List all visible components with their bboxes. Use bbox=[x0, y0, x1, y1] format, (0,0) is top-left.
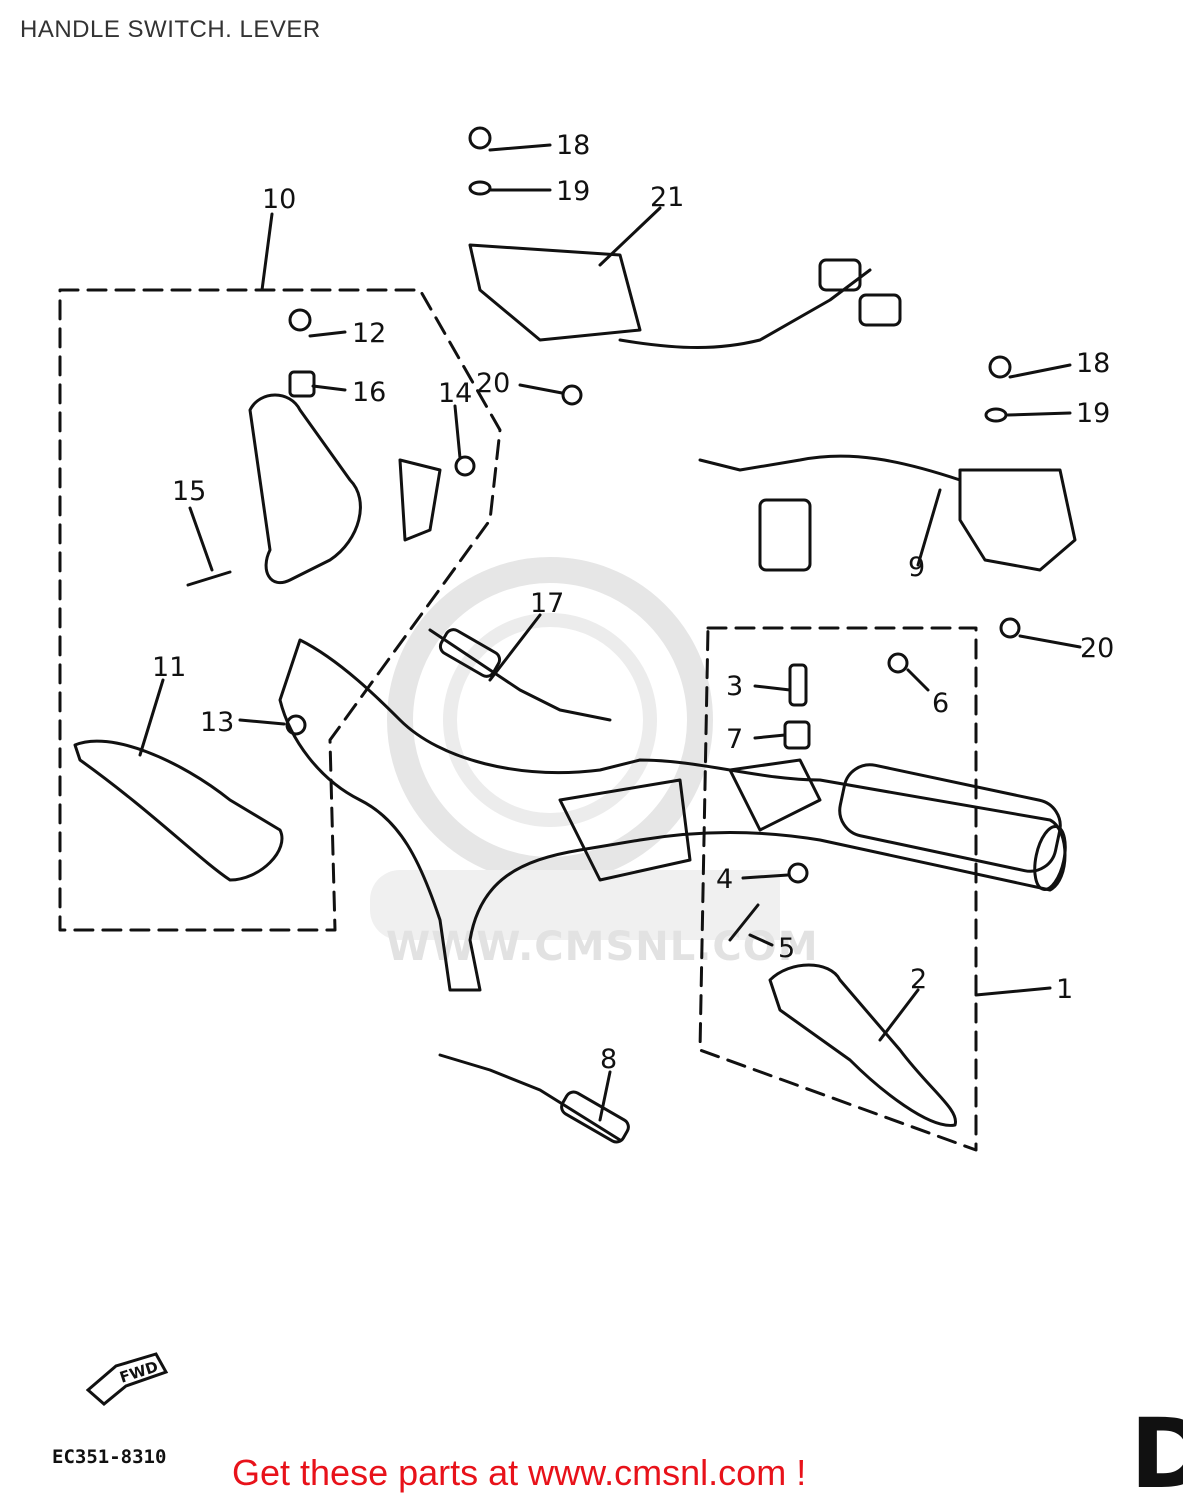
callout-8: 8 bbox=[600, 1044, 617, 1075]
part-16-collar bbox=[288, 370, 316, 398]
watermark-text: WWW.CMSNL.COM bbox=[386, 924, 819, 970]
leader-19-right bbox=[1006, 411, 1072, 417]
part-13-nut bbox=[285, 714, 307, 736]
callout-19-top: 19 bbox=[556, 176, 590, 207]
leader-20-right bbox=[1018, 634, 1082, 649]
switch-body-8 bbox=[560, 1090, 630, 1144]
callout-4: 4 bbox=[716, 864, 733, 895]
grip-end bbox=[1033, 825, 1067, 891]
promo-link[interactable]: Get these parts at www.cmsnl.com ! bbox=[232, 1452, 807, 1493]
leader-15 bbox=[188, 506, 214, 572]
callout-15: 15 bbox=[172, 476, 206, 507]
part-12-bolt bbox=[288, 308, 312, 332]
part-20-screw-right bbox=[999, 617, 1021, 639]
right-grip bbox=[838, 763, 1062, 873]
leader-20-top bbox=[518, 383, 564, 395]
part-5-screw bbox=[728, 903, 760, 942]
leader-3 bbox=[753, 684, 792, 692]
left-lever-11 bbox=[73, 739, 284, 882]
leader-9 bbox=[916, 488, 942, 567]
callout-16: 16 bbox=[352, 377, 386, 408]
page-letter: D bbox=[1130, 1398, 1183, 1510]
leader-6 bbox=[906, 668, 930, 692]
switch-21-wire bbox=[618, 268, 872, 349]
callout-18-top: 18 bbox=[556, 130, 590, 161]
callout-3: 3 bbox=[726, 671, 743, 702]
callout-5: 5 bbox=[778, 933, 795, 964]
callout-6: 6 bbox=[932, 688, 949, 719]
callout-21: 21 bbox=[650, 182, 684, 213]
switch-9-connector bbox=[758, 498, 812, 572]
part-19-washer-right bbox=[984, 407, 1008, 423]
callout-12: 12 bbox=[352, 318, 386, 349]
switch-body-17 bbox=[438, 628, 502, 678]
callout-7: 7 bbox=[726, 724, 743, 755]
switch-9-housing bbox=[958, 468, 1077, 572]
leader-17 bbox=[488, 613, 542, 682]
part-6-screw bbox=[887, 652, 909, 674]
callout-1: 1 bbox=[1056, 974, 1073, 1005]
callout-10: 10 bbox=[262, 184, 296, 215]
callout-20-top: 20 bbox=[476, 368, 510, 399]
group-10-outline bbox=[58, 288, 502, 932]
switch-21-connector-a bbox=[818, 258, 862, 292]
part-18-screw-top bbox=[468, 126, 492, 150]
left-lever-holder bbox=[248, 393, 362, 585]
drawing-code: EC351-8310 bbox=[52, 1446, 167, 1468]
part-7-collar bbox=[783, 720, 811, 750]
switch-21-connector-b bbox=[858, 293, 902, 327]
leader-2 bbox=[878, 988, 920, 1042]
fwd-arrow-icon: FWD bbox=[86, 1352, 169, 1406]
handlebar bbox=[278, 638, 1067, 992]
leader-18-top bbox=[488, 143, 552, 152]
handlebar-clamp bbox=[558, 778, 692, 882]
switch-cable-8 bbox=[438, 1053, 622, 1142]
right-lever-holder bbox=[728, 758, 822, 832]
part-18-screw-right bbox=[988, 355, 1012, 379]
leader-5 bbox=[748, 933, 774, 947]
leader-4 bbox=[741, 873, 790, 880]
callout-9: 9 bbox=[908, 552, 925, 583]
part-4-nut bbox=[787, 862, 809, 884]
switch-cable-17 bbox=[428, 628, 612, 722]
leader-8 bbox=[598, 1070, 612, 1122]
leader-16 bbox=[311, 384, 347, 392]
callout-13: 13 bbox=[200, 707, 234, 738]
left-switch-bracket bbox=[398, 458, 442, 542]
switch-21-housing bbox=[468, 243, 642, 342]
part-20-screw-top bbox=[561, 384, 583, 406]
leader-13 bbox=[238, 718, 286, 726]
part-15-screw bbox=[186, 570, 232, 587]
callout-2: 2 bbox=[910, 964, 927, 995]
switch-9-wire bbox=[698, 454, 962, 482]
callout-18-right: 18 bbox=[1076, 348, 1110, 379]
part-19-washer-top bbox=[468, 180, 492, 196]
callout-20-right: 20 bbox=[1080, 633, 1114, 664]
part-14-screw bbox=[454, 455, 476, 477]
group-1-outline bbox=[698, 626, 978, 1152]
leader-18-right bbox=[1008, 363, 1072, 379]
leader-12 bbox=[308, 330, 347, 338]
leader-21 bbox=[598, 206, 662, 267]
right-lever-2 bbox=[768, 963, 958, 1127]
callout-14: 14 bbox=[438, 378, 472, 409]
leader-1 bbox=[974, 986, 1052, 997]
leader-14 bbox=[453, 404, 462, 460]
diagram-title: HANDLE SWITCH. LEVER bbox=[20, 16, 321, 43]
leader-10 bbox=[260, 212, 274, 292]
callout-17: 17 bbox=[530, 588, 564, 619]
callout-11: 11 bbox=[152, 652, 186, 683]
leader-7 bbox=[753, 733, 787, 740]
callout-19-right: 19 bbox=[1076, 398, 1110, 429]
leader-11 bbox=[138, 678, 165, 757]
part-3-bolt bbox=[788, 663, 808, 707]
